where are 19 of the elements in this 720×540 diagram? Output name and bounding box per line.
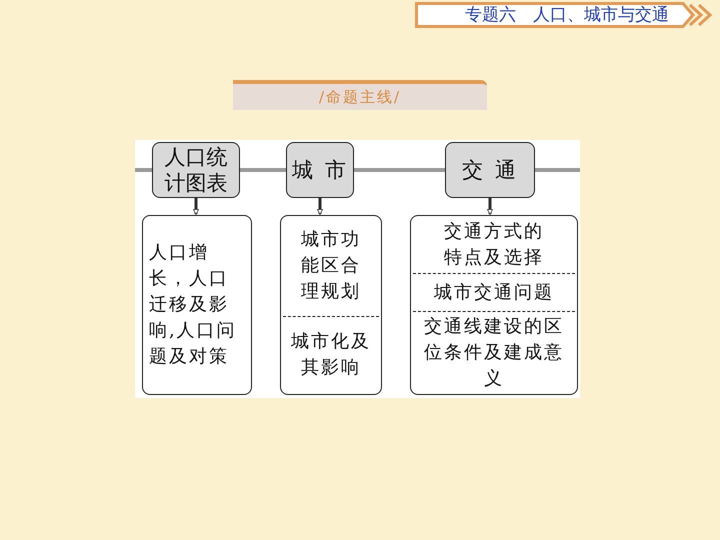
- section-tab: [233, 80, 487, 110]
- category-box: 人口统计图表: [152, 142, 240, 198]
- tab-label: /命题主线/: [318, 88, 402, 106]
- topic-text: 交通方式的特点及选择: [443, 220, 545, 270]
- topic-text: 城市化及其影响: [290, 330, 372, 380]
- arrow: [193, 198, 199, 215]
- topic-text: 城市功能区合理规划: [300, 228, 362, 304]
- category-box: 城市: [286, 142, 354, 198]
- topic-text: 人口增长，人口迁移及影响,人口问题及对策: [149, 241, 238, 369]
- category-box: 交通: [445, 142, 535, 198]
- arrow: [487, 198, 493, 215]
- topic-text: 城市交通问题: [434, 280, 554, 305]
- topic-box: [410, 215, 578, 395]
- topic-box: [280, 215, 382, 395]
- arrow: [317, 198, 323, 215]
- topic-text: 交通线建设的区位条件及建成意义: [423, 315, 565, 391]
- banner: [415, 2, 715, 28]
- topic-box: [142, 215, 252, 395]
- banner-title: 专题六 人口、城市与交通: [465, 5, 669, 25]
